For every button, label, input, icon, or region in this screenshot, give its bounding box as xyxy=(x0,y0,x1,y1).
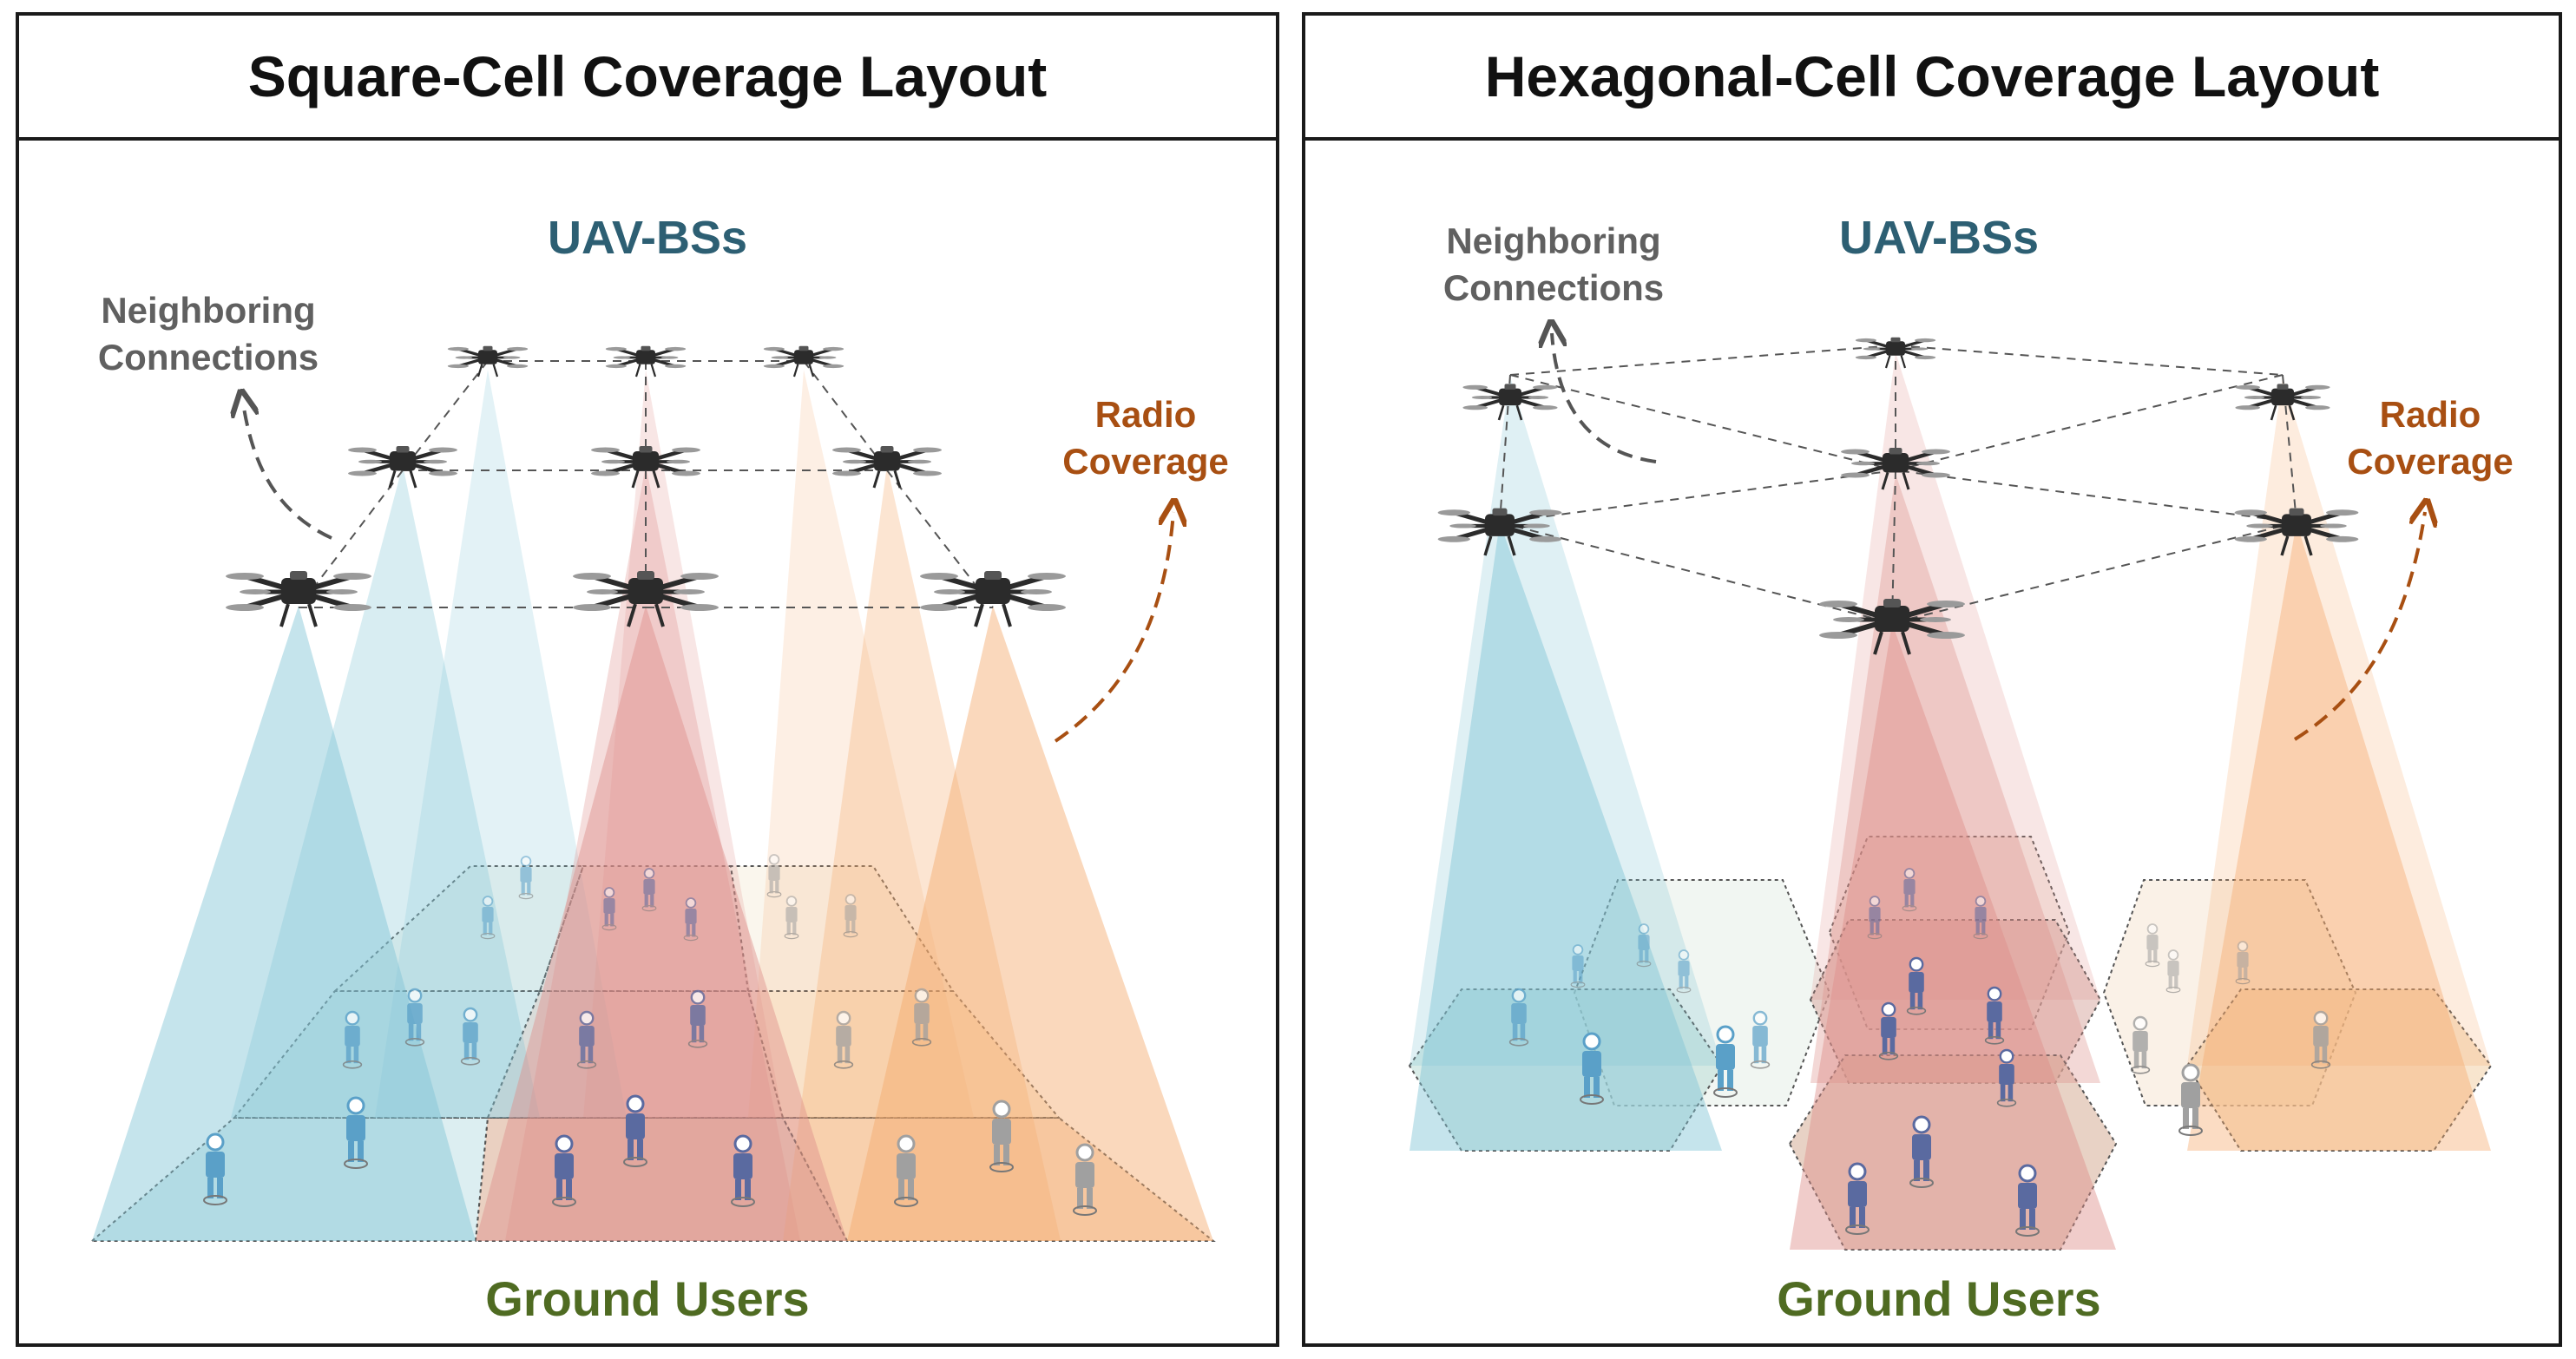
hexagonal-cell-diagram: UAV-BSs Neighboring Connections Radio Co… xyxy=(1408,212,2514,1326)
coverage-label-line2: Coverage xyxy=(1062,441,1228,482)
neighbor-label-line2: Connections xyxy=(98,337,319,378)
ground-label: Ground Users xyxy=(1777,1271,2100,1326)
arrow-icon xyxy=(243,403,332,540)
uav-label: UAV-BSs xyxy=(1839,212,2039,264)
arrow-icon xyxy=(2293,512,2425,741)
coverage-label-line1: Radio xyxy=(2380,394,2481,435)
radio-beams xyxy=(1410,352,2491,1250)
neighbor-label-line1: Neighboring xyxy=(1446,220,1660,261)
square-cell-panel: Square-Cell Coverage Layout xyxy=(16,12,1279,1347)
arrow-icon xyxy=(1552,333,1657,463)
arrow-icon xyxy=(1054,512,1173,743)
square-cell-diagram: UAV-BSs Neighboring Connections Radio Co… xyxy=(89,212,1229,1326)
coverage-label-line2: Coverage xyxy=(2347,441,2513,482)
ground-label: Ground Users xyxy=(485,1271,809,1326)
panel-title: Square-Cell Coverage Layout xyxy=(19,16,1276,141)
neighbor-label-line1: Neighboring xyxy=(101,290,315,331)
uav-label: UAV-BSs xyxy=(548,212,747,264)
coverage-label-line1: Radio xyxy=(1095,394,1197,435)
neighbor-label-line2: Connections xyxy=(1443,267,1664,308)
panel-title: Hexagonal-Cell Coverage Layout xyxy=(1305,16,2559,141)
radio-beams xyxy=(92,370,1213,1241)
hexagonal-cell-panel: Hexagonal-Cell Coverage Layout xyxy=(1302,12,2562,1347)
